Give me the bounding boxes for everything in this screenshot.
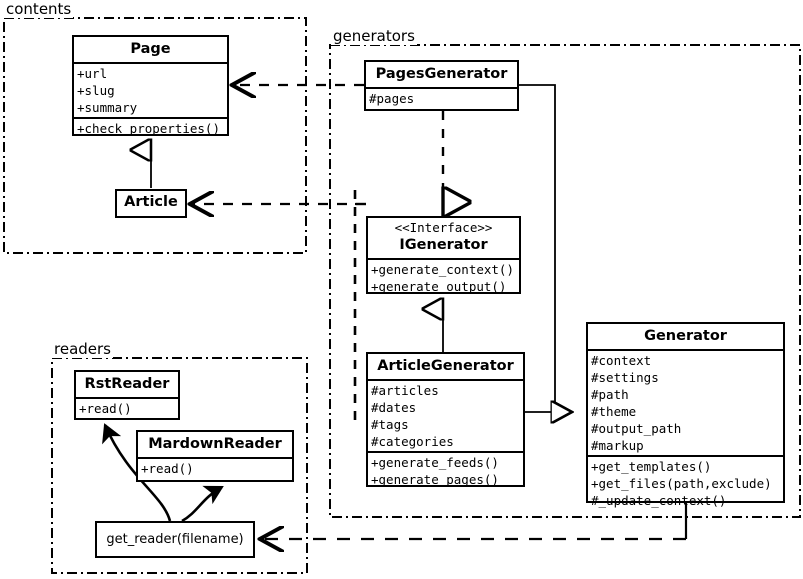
class-box-pagesgenerator[interactable]: PagesGenerator #pages xyxy=(364,60,519,111)
function-box-get-reader[interactable]: get_reader(filename) xyxy=(95,521,255,558)
attribute-item: #dates xyxy=(371,400,417,416)
attribute-item: +slug xyxy=(77,83,115,99)
package-label-contents: contents xyxy=(4,0,74,18)
class-box-rstreader[interactable]: RstReader +read() xyxy=(74,370,180,420)
package-label-readers: readers xyxy=(52,340,113,358)
class-stereotype-igenerator: <<Interface>> xyxy=(394,220,493,235)
class-attributes-generator: #context #settings #path #theme #output_… xyxy=(588,349,783,455)
class-name-label-igenerator: IGenerator xyxy=(399,236,488,253)
attribute-item: #theme xyxy=(591,404,637,420)
class-name-article: Article xyxy=(124,194,178,210)
method-item: #_update_context() xyxy=(591,493,727,509)
class-box-page[interactable]: Page +url +slug +summary +check_properti… xyxy=(72,35,229,136)
class-attributes-page: +url +slug +summary xyxy=(74,62,227,117)
class-name-pagesgenerator: PagesGenerator xyxy=(375,66,508,82)
edge-get-reader-to-mardownreader xyxy=(181,485,224,523)
attribute-item: #articles xyxy=(371,383,439,399)
class-box-article[interactable]: Article xyxy=(115,189,187,218)
class-methods-page: +check_properties() xyxy=(74,117,227,138)
class-methods-articlegenerator: +generate_feeds() +generate_pages() xyxy=(368,451,523,489)
package-label-generators: generators xyxy=(331,27,417,45)
method-item: +generate_feeds() xyxy=(371,455,499,471)
class-name-rstreader: RstReader xyxy=(84,376,170,392)
class-name-mardownreader: MardownReader xyxy=(148,436,282,452)
class-name-igenerator: <<Interface>> IGenerator xyxy=(368,218,519,258)
class-box-generator[interactable]: Generator #context #settings #path #them… xyxy=(586,322,785,508)
class-name-page: Page xyxy=(130,41,171,57)
method-item: +generate_output() xyxy=(371,278,507,294)
class-methods-mardownreader: +read() xyxy=(138,457,292,478)
class-methods-igenerator: +generate_context() +generate_output() xyxy=(368,257,519,296)
method-item: +generate_pages() xyxy=(371,472,499,488)
method-item: +read() xyxy=(141,461,194,477)
attribute-item: #categories xyxy=(371,434,454,450)
class-box-articlegenerator[interactable]: ArticleGenerator #articles #dates #tags … xyxy=(366,352,525,487)
attribute-item: #settings xyxy=(591,370,659,386)
method-item: +generate_context() xyxy=(371,261,514,277)
class-box-igenerator[interactable]: <<Interface>> IGenerator +generate_conte… xyxy=(366,216,521,294)
method-item: +check_properties() xyxy=(77,121,220,137)
edge-pagesgenerator-to-generator xyxy=(519,84,572,412)
class-methods-generator: +get_templates() +get_files(path,exclude… xyxy=(588,455,783,510)
method-item: +get_files(path,exclude) xyxy=(591,476,772,492)
method-item: +read() xyxy=(79,401,132,417)
attribute-item: #path xyxy=(591,387,629,403)
attribute-item: +summary xyxy=(77,100,138,116)
class-name-articlegenerator: ArticleGenerator xyxy=(377,358,514,374)
attribute-item: #tags xyxy=(371,417,409,433)
class-name-generator: Generator xyxy=(644,328,727,344)
class-box-mardownreader[interactable]: MardownReader +read() xyxy=(136,430,294,482)
attribute-item: #pages xyxy=(369,91,415,107)
class-methods-rstreader: +read() xyxy=(76,397,178,418)
attribute-item: +url xyxy=(77,66,108,82)
class-attributes-articlegenerator: #articles #dates #tags #categories xyxy=(368,379,523,451)
attribute-item: #context xyxy=(591,353,652,369)
class-attributes-pagesgenerator: #pages xyxy=(366,87,517,108)
attribute-item: #output_path xyxy=(591,421,682,437)
attribute-item: #markup xyxy=(591,438,644,454)
method-item: +get_templates() xyxy=(591,459,712,475)
